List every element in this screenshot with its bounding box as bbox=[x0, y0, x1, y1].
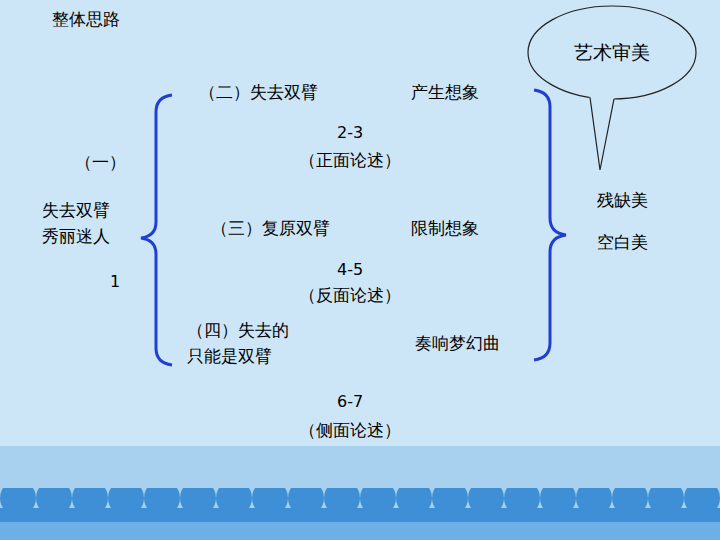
text-label: （反面论述） bbox=[299, 282, 401, 308]
text-label: 空白美 bbox=[597, 229, 648, 255]
left-brace bbox=[141, 95, 172, 365]
text-label: 失去双臂 秀丽迷人 bbox=[37, 197, 115, 250]
bottom-strip-light bbox=[0, 522, 720, 540]
diagram-title: 整体思路 bbox=[52, 6, 120, 32]
section-number: 4-5 bbox=[337, 258, 363, 283]
bubble-text-holder: 艺术审美 bbox=[527, 40, 697, 66]
text-label: （侧面论述） bbox=[299, 417, 401, 443]
bubble-ellipse bbox=[528, 6, 696, 99]
right-brace bbox=[534, 90, 566, 360]
speech-bubble: 艺术审美 bbox=[527, 5, 697, 100]
text-label: （三）复原双臂 bbox=[211, 215, 330, 241]
text-label: （二）失去双臂 bbox=[199, 79, 318, 105]
text-label: （一） bbox=[75, 149, 126, 175]
bubble-text: 艺术审美 bbox=[527, 40, 697, 66]
bottom-strip bbox=[0, 508, 720, 540]
section-number: 6-7 bbox=[337, 390, 363, 415]
section-number: 1 bbox=[110, 270, 120, 295]
text-label: （四）失去的 只能是双臂 bbox=[187, 317, 298, 370]
bubble-tail bbox=[590, 97, 614, 170]
section-number: 2-3 bbox=[337, 121, 363, 146]
text-label: 产生想象 bbox=[411, 79, 479, 105]
text-label: 限制想象 bbox=[411, 215, 479, 241]
text-label: （正面论述） bbox=[299, 147, 401, 173]
text-label: 残缺美 bbox=[597, 187, 648, 213]
text-label: 奏响梦幻曲 bbox=[415, 330, 500, 356]
